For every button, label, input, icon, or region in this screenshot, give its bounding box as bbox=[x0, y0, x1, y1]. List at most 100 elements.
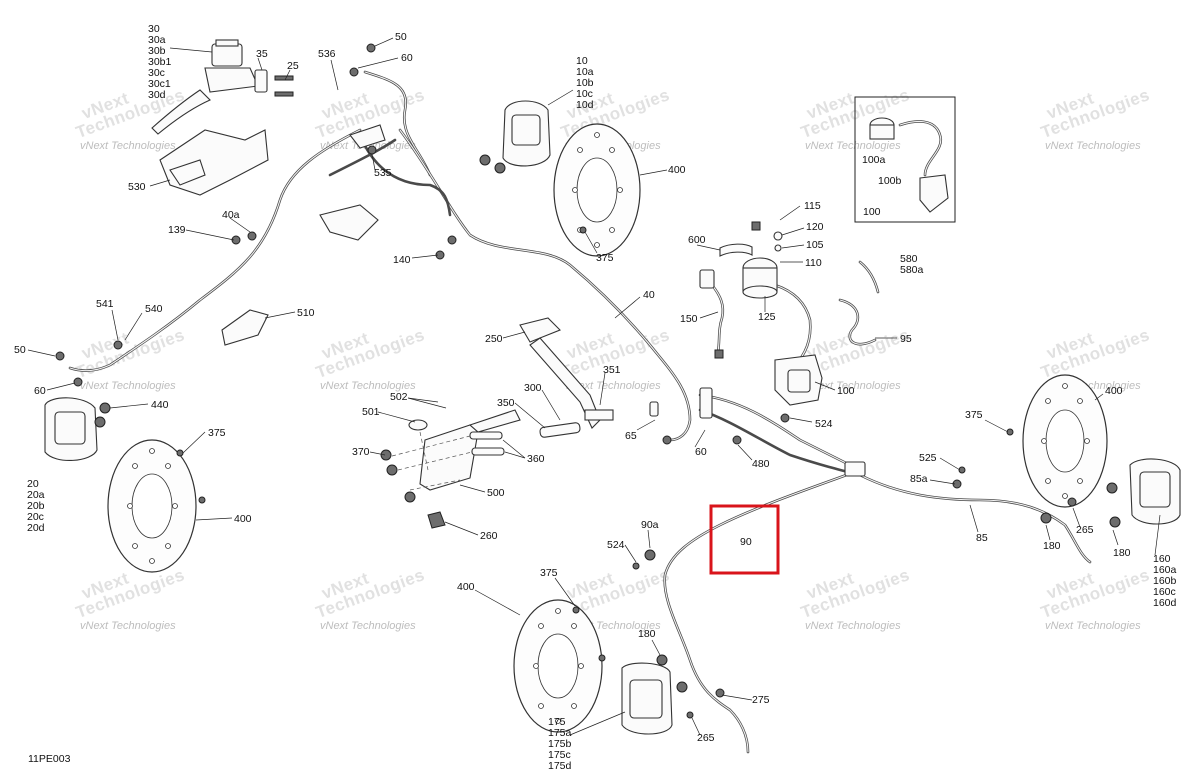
callout-60-mid: 60 bbox=[695, 446, 707, 458]
callout-20a: 20a bbox=[27, 489, 45, 501]
brake-line-top bbox=[364, 71, 431, 176]
watermark-text: vNext Technologies bbox=[80, 380, 176, 392]
callout-160: 160 bbox=[1153, 553, 1171, 565]
callout-175d: 175d bbox=[548, 760, 572, 772]
brake-line-85 bbox=[859, 474, 1091, 563]
callout-40a: 40a bbox=[222, 209, 240, 221]
callout-60-left: 60 bbox=[34, 385, 46, 397]
callout-500: 500 bbox=[487, 487, 505, 499]
callout-30d: 30d bbox=[148, 89, 166, 101]
callout-30b: 30b bbox=[148, 45, 166, 57]
callout-30: 30 bbox=[148, 23, 160, 35]
part-510 bbox=[221, 309, 269, 346]
brake-line-front-left bbox=[69, 129, 361, 372]
bracket-500 bbox=[380, 409, 521, 503]
caliper-top bbox=[479, 100, 551, 174]
callout-160a: 160a bbox=[1153, 564, 1177, 576]
callout-541: 541 bbox=[96, 298, 114, 310]
callout-502: 502 bbox=[390, 391, 408, 403]
callout-90a: 90a bbox=[641, 519, 659, 531]
brake-lines bbox=[68, 70, 1092, 754]
callout-600: 600 bbox=[688, 234, 706, 246]
callout-10b: 10b bbox=[576, 77, 594, 89]
callout-140: 140 bbox=[393, 254, 411, 266]
callout-375-left: 375 bbox=[208, 427, 226, 439]
callout-580: 580 bbox=[900, 253, 918, 265]
junction-block bbox=[649, 387, 866, 477]
callout-139: 139 bbox=[168, 224, 186, 236]
callout-375-top: 375 bbox=[596, 252, 614, 264]
hose-95 bbox=[839, 299, 876, 345]
callout-180-right1: 180 bbox=[1043, 540, 1061, 552]
callout-175b: 175b bbox=[548, 738, 572, 750]
brake-line-40 bbox=[399, 129, 691, 441]
callout-20: 20 bbox=[27, 478, 39, 490]
caliper-bottom bbox=[621, 654, 688, 735]
callout-175c: 175c bbox=[548, 749, 571, 761]
callout-90: 90 bbox=[740, 536, 752, 548]
callout-100b: 100b bbox=[878, 175, 902, 187]
watermark-text: vNext Technologies bbox=[1045, 140, 1141, 152]
callout-150: 150 bbox=[680, 313, 698, 325]
callout-375-right: 375 bbox=[965, 409, 983, 421]
callout-100-inset: 100 bbox=[863, 206, 881, 218]
callout-160c: 160c bbox=[1153, 586, 1176, 598]
callout-480: 480 bbox=[752, 458, 770, 470]
watermark-text: vNext Technologies bbox=[805, 380, 901, 392]
callout-525: 525 bbox=[919, 452, 937, 464]
callout-125: 125 bbox=[758, 311, 776, 323]
callout-530: 530 bbox=[128, 181, 146, 193]
callout-360: 360 bbox=[527, 453, 545, 465]
highlight-box bbox=[709, 504, 780, 575]
callout-105: 105 bbox=[806, 239, 824, 251]
callout-120: 120 bbox=[806, 221, 824, 233]
brake-line-rear-mc bbox=[774, 284, 811, 366]
callout-250: 250 bbox=[485, 333, 503, 345]
callout-350: 350 bbox=[497, 397, 515, 409]
sensor-150 bbox=[699, 269, 724, 359]
callout-510: 510 bbox=[297, 307, 315, 319]
callout-20b: 20b bbox=[27, 500, 45, 512]
callout-85a: 85a bbox=[910, 473, 928, 485]
callout-180-bottom: 180 bbox=[638, 628, 656, 640]
watermark-text: vNext Technologies bbox=[565, 380, 661, 392]
callout-440: 440 bbox=[151, 399, 169, 411]
callout-30c: 30c bbox=[148, 67, 165, 79]
callout-275: 275 bbox=[752, 694, 770, 706]
assembly-dashes bbox=[391, 431, 473, 491]
hose-580 bbox=[858, 260, 880, 294]
brake-disc-right bbox=[1022, 374, 1108, 508]
callout-65: 65 bbox=[625, 430, 637, 442]
callout-524-bottom: 524 bbox=[607, 539, 625, 551]
callout-110: 110 bbox=[805, 257, 822, 269]
callout-30c1: 30c1 bbox=[148, 78, 171, 90]
callout-95: 95 bbox=[900, 333, 912, 345]
callout-30a: 30a bbox=[148, 34, 166, 46]
callout-180-right2: 180 bbox=[1113, 547, 1131, 559]
watermark-text: vNext Technologies bbox=[320, 380, 416, 392]
brake-line-cross bbox=[328, 133, 452, 217]
leader-lines bbox=[27, 37, 1161, 736]
fittings bbox=[55, 43, 1077, 719]
callout-30b1: 30b1 bbox=[148, 56, 172, 68]
callout-20d: 20d bbox=[27, 522, 45, 534]
callout-10: 10 bbox=[576, 55, 588, 67]
callout-501: 501 bbox=[362, 406, 380, 418]
callout-351: 351 bbox=[603, 364, 621, 376]
sensor-cable-150 bbox=[711, 284, 724, 353]
callout-20c: 20c bbox=[27, 511, 44, 523]
callout-10d: 10d bbox=[576, 99, 594, 111]
part-260 bbox=[427, 511, 446, 529]
watermark-text: vNext Technologies bbox=[80, 140, 176, 152]
callout-115: 115 bbox=[804, 200, 821, 212]
inset-box bbox=[854, 96, 956, 223]
callout-300: 300 bbox=[524, 382, 542, 394]
callout-400-left: 400 bbox=[234, 513, 252, 525]
brake-disc-bottom bbox=[513, 599, 603, 733]
watermark-text: vNext Technologies bbox=[320, 620, 416, 632]
callout-536: 536 bbox=[318, 48, 336, 60]
sleeve-600 bbox=[719, 243, 753, 257]
callout-540: 540 bbox=[145, 303, 163, 315]
diagram-code: 11PE003 bbox=[28, 753, 71, 765]
